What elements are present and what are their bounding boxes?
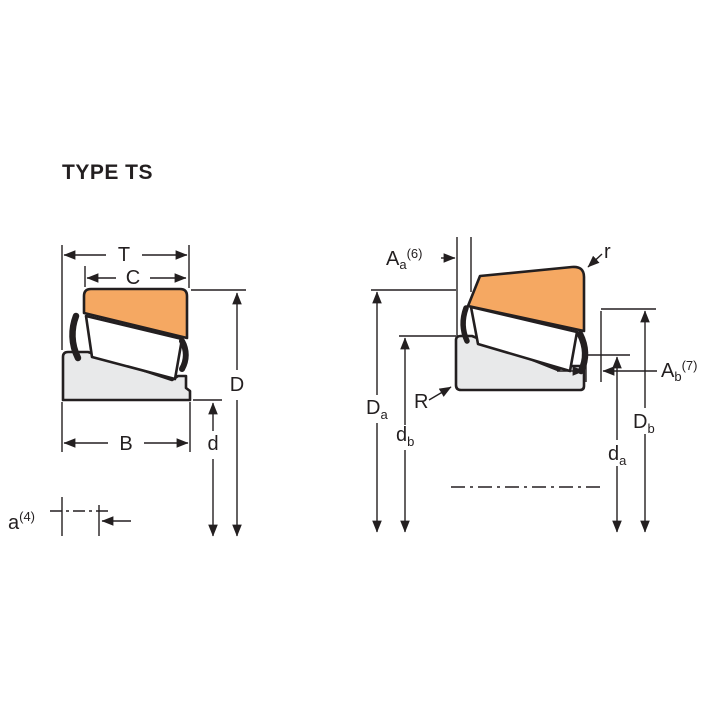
dim-Db-label: Db [633,411,655,436]
dim-Da: Da [366,291,388,533]
cup-cross-section-mounted [466,265,586,333]
roller-cross-section [84,314,184,381]
dim-T-label: T [118,244,130,266]
dim-Ab-label: Ab(7) [661,358,697,384]
figure-title: TYPE TS [62,161,153,184]
dim-C-label: C [126,267,140,289]
cage-back-section-mounted [460,305,470,344]
callout-R: R [414,386,452,413]
callout-R-label: R [414,391,428,413]
cage-front-section-mounted [576,330,589,375]
dim-Aa: Aa(6) [386,246,456,272]
cone-cross-section [61,350,192,402]
cone-cross-section-mounted [454,334,586,392]
dim-d-label: d [207,433,218,455]
right-extension-lines [371,237,656,488]
dim-Aa-label: Aa(6) [386,246,422,272]
dim-db-label: db [396,424,414,449]
dim-Db: Db [633,310,655,533]
callout-r: r [587,241,611,268]
dim-db: db [396,337,414,533]
dim-B: B [63,433,189,455]
dim-B-label: B [119,433,132,455]
dim-D: D [230,292,244,537]
dim-T: T [63,244,188,266]
left-bearing-diagram: T C B d D a(4) [8,244,246,537]
dim-D-label: D [230,374,244,396]
dim-da-label: da [608,443,627,468]
callout-r-label: r [604,241,611,263]
dim-Da-label: Da [366,397,388,422]
dim-Ab: Ab(7) [557,358,697,384]
dim-C: C [86,267,187,289]
cage-back-section [69,312,82,362]
dim-a-label: a(4) [8,509,35,534]
dim-d: d [207,402,219,537]
right-bearing-diagram: Aa(6) r R Ab(7) Da db [366,237,697,533]
cup-cross-section [82,287,189,340]
dim-da: da [608,356,627,533]
cage-front-section [179,338,189,372]
dim-a: a(4) [8,505,131,536]
left-extension-lines [50,245,246,536]
